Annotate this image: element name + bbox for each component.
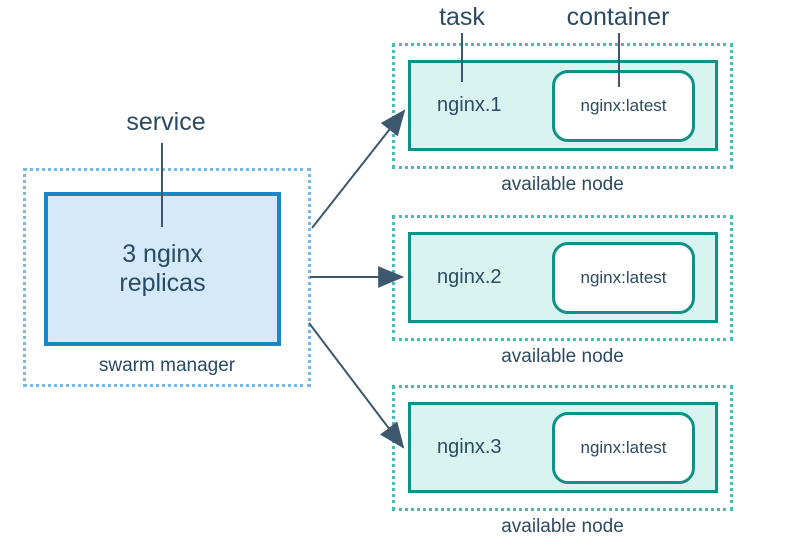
arrow-to-node-3 xyxy=(308,322,405,449)
node-1-dotted-box: nginx.1 nginx:latest xyxy=(392,43,733,169)
container-box-2: nginx:latest xyxy=(552,241,695,314)
task-name-2: nginx.2 xyxy=(437,266,502,288)
container-box-3: nginx:latest xyxy=(552,411,695,484)
container-box-1: nginx:latest xyxy=(552,69,695,142)
arrow-to-node-1 xyxy=(311,109,406,229)
service-replicas-text: 3 nginx replicas xyxy=(119,240,206,297)
node-2-dotted-box: nginx.2 nginx:latest xyxy=(392,215,733,341)
container-label: container xyxy=(566,3,670,31)
service-box: 3 nginx replicas xyxy=(44,192,281,346)
node-1-caption: available node xyxy=(501,174,624,195)
service-label: service xyxy=(126,108,206,136)
available-node-1: nginx.1 nginx:latest available node xyxy=(392,43,733,196)
task-name-1: nginx.1 xyxy=(437,94,502,116)
node-2-caption: available node xyxy=(501,346,624,367)
task-label: task xyxy=(439,3,485,31)
available-node-2: nginx.2 nginx:latest available node xyxy=(392,215,733,368)
task-box-3: nginx.3 nginx:latest xyxy=(408,402,718,493)
swarm-manager-caption: swarm manager xyxy=(98,355,236,376)
node-3-caption: available node xyxy=(501,516,624,537)
swarm-manager-box: 3 nginx replicas swarm manager xyxy=(23,168,311,387)
task-name-3: nginx.3 xyxy=(437,436,502,458)
node-3-dotted-box: nginx.3 nginx:latest xyxy=(392,385,733,511)
task-box-2: nginx.2 nginx:latest xyxy=(408,232,718,323)
task-box-1: nginx.1 nginx:latest xyxy=(408,60,718,151)
available-node-3: nginx.3 nginx:latest available node xyxy=(392,385,733,538)
